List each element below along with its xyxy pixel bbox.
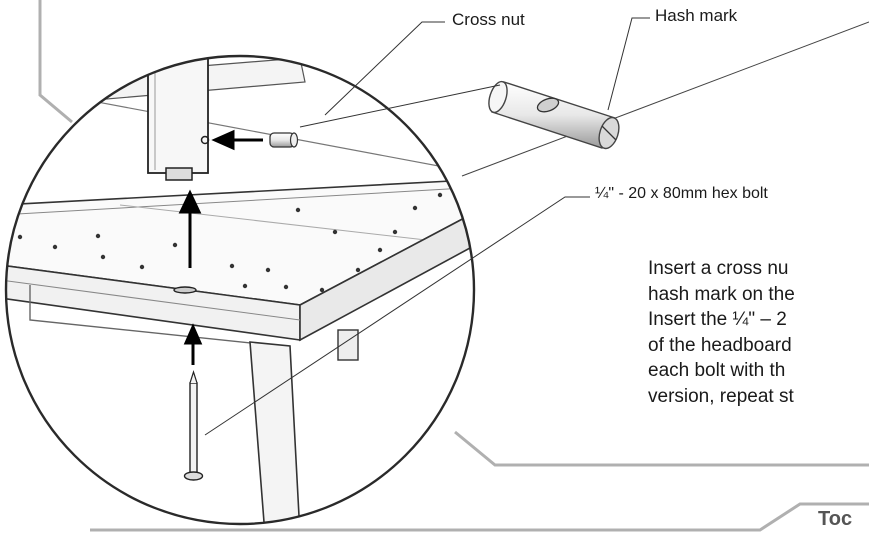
zoom-circle-outline [4,54,476,526]
hash-mark-label: Hash mark [655,6,738,25]
cross-nut-drawing [269,132,299,148]
hex-bolt-drawing [183,370,204,481]
hex-bolt-label: ¼" - 20 x 80mm hex bolt [595,185,768,202]
instruction-line: each bolt with th [648,360,786,381]
callout-frame [38,0,869,532]
instruction-line: hash mark on the [648,283,795,305]
tools-heading: Toc [818,508,853,530]
cross-nut-enlarged [488,80,620,150]
leader-lines [204,17,650,436]
instruction-line: version, repeat st [648,385,794,407]
instruction-line: Insert the ¼" – 2 [648,309,787,330]
instruction-text: Insert a cross nu hash mark on the Inser… [648,256,869,409]
cross-nut-label: Cross nut [452,10,525,29]
instruction-line: Insert a cross nu [648,258,789,279]
instruction-line: of the headboard [648,334,792,356]
